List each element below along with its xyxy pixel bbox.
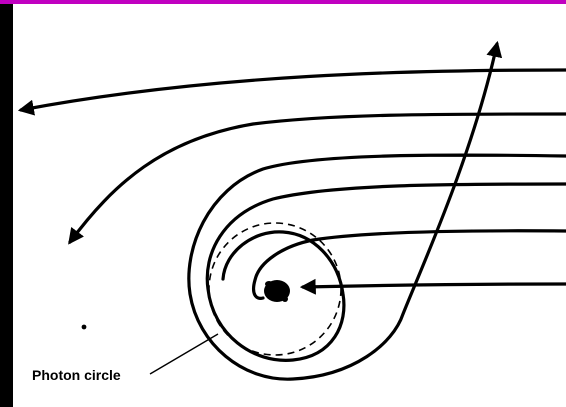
photon-circle-leader [150,334,218,374]
trajectory-spiral-outer [207,184,566,360]
diagram-canvas: Photon circle [13,4,566,407]
photon-circle-label: Photon circle [32,367,121,383]
black-hole-core [264,280,290,302]
trajectory-deflected-strong [70,114,566,242]
trajectory-spiral-inner [254,231,566,299]
small-dot [82,325,87,330]
photon-orbit-diagram: Photon circle [13,4,566,407]
left-border-strip [0,4,13,407]
